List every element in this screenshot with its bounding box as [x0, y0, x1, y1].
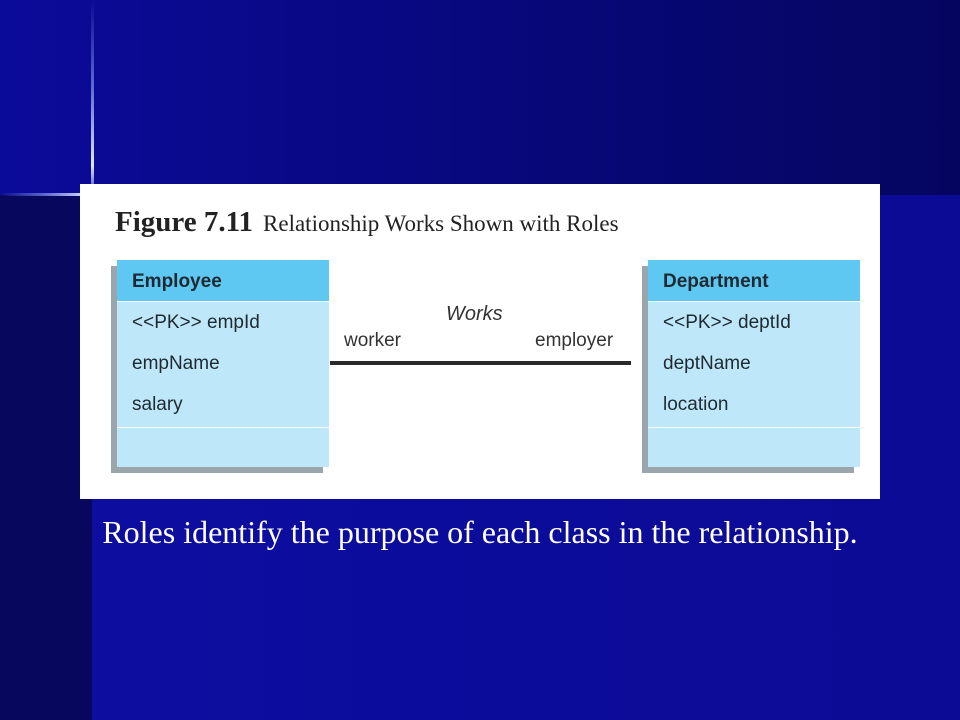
- attribute-deptname: deptName: [663, 353, 751, 374]
- role-employer: employer: [535, 330, 614, 351]
- association-name: Works: [446, 303, 503, 325]
- decorative-glow-vertical: [91, 0, 94, 195]
- association-line: [330, 361, 631, 365]
- class-box-employee: Employee <<PK>> empId empName salary: [117, 260, 329, 467]
- operations-divider: [117, 427, 329, 428]
- attribute-empid: <<PK>> empId: [132, 312, 260, 333]
- attribute-deptid: <<PK>> deptId: [663, 312, 791, 333]
- figure-panel: Figure 7.11 Relationship Works Shown with…: [80, 184, 880, 499]
- figure-title: Figure 7.11 Relationship Works Shown with…: [115, 206, 619, 239]
- operations-divider: [648, 427, 860, 428]
- attribute-location: location: [663, 394, 729, 415]
- figure-number: Figure 7.11: [115, 206, 254, 238]
- background-left-band: [0, 195, 92, 720]
- role-worker: worker: [344, 330, 402, 351]
- attribute-empname: empName: [132, 353, 220, 374]
- background-top: [0, 0, 960, 195]
- class-name-employee: Employee: [117, 260, 329, 302]
- decorative-glow-horizontal: [0, 193, 92, 196]
- slide-caption: Roles identify the purpose of each class…: [102, 514, 858, 550]
- figure-caption: Relationship Works Shown with Roles: [263, 211, 619, 236]
- class-box-department: Department <<PK>> deptId deptName locati…: [648, 260, 860, 467]
- class-name-department: Department: [648, 260, 860, 302]
- attribute-salary: salary: [132, 394, 183, 415]
